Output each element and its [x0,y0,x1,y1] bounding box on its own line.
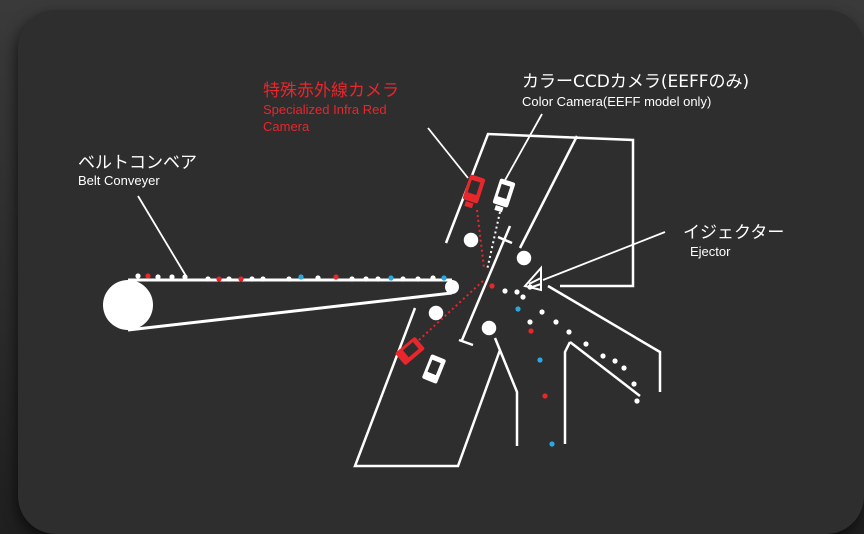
belt-conveyor [103,278,459,332]
ejector-label-jp: イジェクター [683,223,785,243]
diagram-panel [18,10,864,534]
ir-camera-label-jp: 特殊赤外線カメラ [263,81,399,101]
particles-accepted [539,309,640,404]
ir-camera-lower [395,337,425,365]
ejector-unit [523,265,542,292]
belt-label-en: Belt Conveyer [78,173,160,188]
leader-lines [137,113,666,281]
lower-housing [353,307,519,468]
output-chutes [547,284,662,444]
ir-camera-upper [462,174,486,209]
color-camera-label-jp: カラーCCDカメラ(EEFFのみ) [522,72,750,92]
particles-belt [135,273,447,282]
color-camera-lower [422,354,446,384]
belt-label-jp: ベルトコンベア [78,153,197,173]
particles-falling [489,283,555,447]
ir-camera-label-en-1: Specialized Infra Red [263,102,387,117]
conveyor-drive-roller [103,280,153,330]
optical-assembly [428,225,532,347]
conveyor-end-roller [445,280,459,294]
ejector-label-en: Ejector [690,244,731,259]
upper-housing [444,132,635,288]
camera-sightlines [418,209,501,341]
color-camera-label-en: Color Camera(EEFF model only) [522,94,712,109]
ir-camera-label-en-2: Camera [263,119,310,134]
color-camera-upper [492,178,516,213]
